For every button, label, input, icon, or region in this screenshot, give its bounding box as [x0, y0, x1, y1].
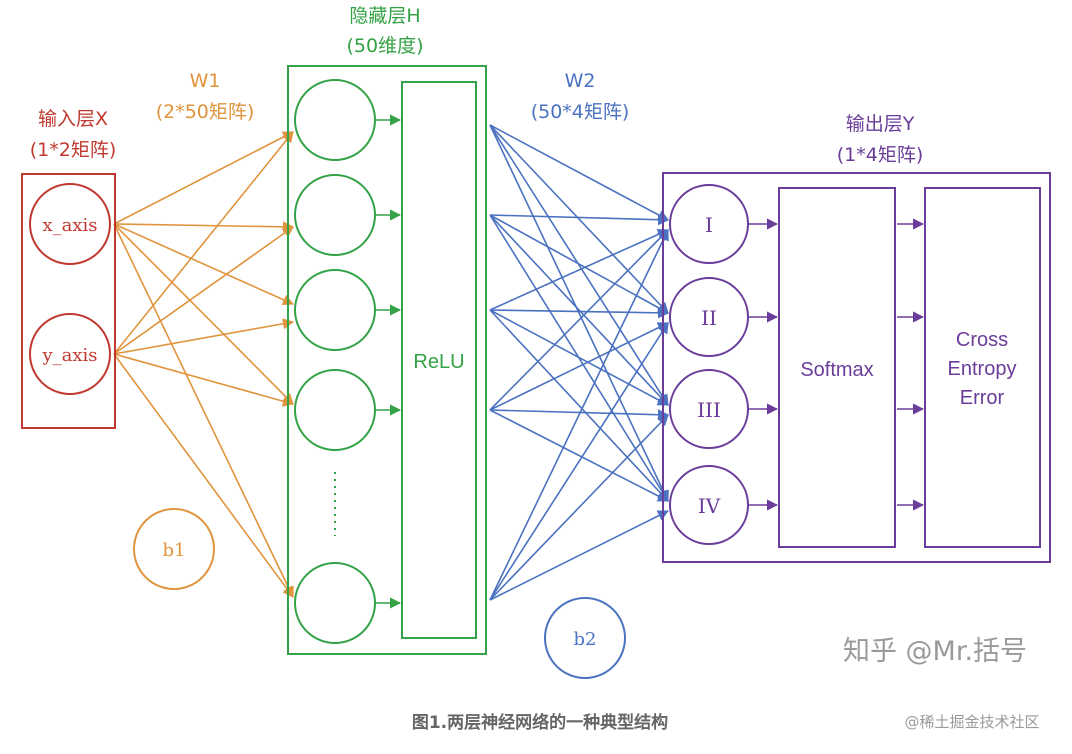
output-node-label: IV — [698, 494, 721, 518]
w1-edge — [113, 131, 294, 355]
b2-node — [544, 597, 626, 679]
b1-label: b1 — [163, 540, 186, 561]
w2-edge — [489, 322, 669, 601]
input-node-y-label: y_axis — [41, 345, 97, 366]
input-layer-box — [21, 173, 116, 429]
w2-subtitle: (50*4矩阵) — [531, 101, 630, 123]
w2-edge — [489, 214, 669, 314]
w2-edge — [489, 124, 669, 314]
w2-edge — [489, 124, 669, 221]
w1-edge — [113, 223, 295, 305]
bias-b2: b2 — [544, 597, 626, 679]
w1-weights: W1 (2*50矩阵) — [156, 70, 255, 123]
hidden-node — [294, 562, 376, 644]
w2-edge — [489, 414, 669, 601]
w2-edge — [489, 214, 670, 226]
softmax-label: Softmax — [800, 359, 873, 381]
w2-edge — [489, 307, 670, 319]
w2-edge — [489, 409, 669, 502]
w2-edge — [489, 309, 669, 406]
input-node-x — [29, 183, 111, 265]
softmax-box — [778, 187, 896, 548]
output-node-label: I — [705, 213, 713, 237]
output-layer: 输出层Y (1*4矩阵) Softmax Cross Entropy Error… — [662, 113, 1051, 563]
w1-connections — [113, 131, 295, 599]
w1-edge — [113, 223, 294, 599]
w1-edge — [113, 353, 294, 598]
w1-edge — [113, 223, 294, 405]
hidden-node — [294, 369, 376, 451]
w2-title: W2 — [565, 70, 596, 92]
w2-edge — [489, 510, 670, 601]
loss-box — [924, 187, 1041, 548]
hidden-node — [294, 269, 376, 351]
w2-edge — [489, 228, 669, 601]
loss-label-line-1: Cross — [956, 329, 1008, 351]
w1-title: W1 — [190, 70, 221, 92]
bias-b1: b1 — [133, 508, 215, 590]
w2-edge — [489, 214, 669, 406]
w2-edge — [489, 124, 669, 503]
input-layer-title: 输入层X — [38, 108, 108, 130]
hidden-layer: 隐藏层H (50维度) ReLU — [287, 5, 487, 655]
relu-label: ReLU — [413, 351, 464, 373]
relu-box — [401, 81, 477, 639]
input-layer: 输入层X (1*2矩阵) x_axis y_axis — [21, 108, 117, 429]
w1-subtitle: (2*50矩阵) — [156, 101, 255, 123]
w2-connections — [489, 124, 670, 601]
w1-edge — [113, 318, 295, 355]
hidden-layer-subtitle: (50维度) — [346, 35, 423, 57]
w2-edge — [489, 409, 670, 421]
output-node-label: II — [701, 306, 717, 330]
input-node-x-label: x_axis — [42, 215, 97, 236]
b1-node — [133, 508, 215, 590]
w1-edge — [113, 221, 295, 233]
hidden-node — [294, 174, 376, 256]
figure-caption: 图1.两层神经网络的一种典型结构 — [412, 712, 668, 733]
b2-label: b2 — [574, 629, 597, 650]
hidden-node — [294, 79, 376, 161]
w2-edge — [489, 124, 669, 406]
loss-label-line-3: Error — [960, 387, 1005, 409]
w1-edge — [113, 226, 294, 355]
w2-edge — [489, 322, 670, 411]
w2-edge — [489, 309, 669, 502]
w1-edge — [113, 131, 294, 225]
juejin-watermark: @稀土掘金技术社区 — [904, 713, 1039, 731]
w2-edge — [489, 229, 670, 311]
w2-edge — [489, 229, 669, 411]
input-node-y — [29, 313, 111, 395]
loss-label-line-2: Entropy — [948, 358, 1017, 380]
w2-weights: W2 (50*4矩阵) — [531, 70, 630, 123]
hidden-layer-box — [287, 65, 487, 655]
hidden-layer-title: 隐藏层H — [349, 5, 420, 27]
output-node-label: III — [697, 398, 721, 422]
zhihu-watermark: 知乎 @Mr.括号 — [843, 636, 1027, 667]
output-layer-box — [662, 172, 1051, 563]
output-layer-title: 输出层Y — [846, 113, 915, 135]
output-layer-subtitle: (1*4矩阵) — [837, 144, 924, 166]
w1-edge — [113, 353, 295, 407]
input-layer-subtitle: (1*2矩阵) — [30, 139, 117, 161]
